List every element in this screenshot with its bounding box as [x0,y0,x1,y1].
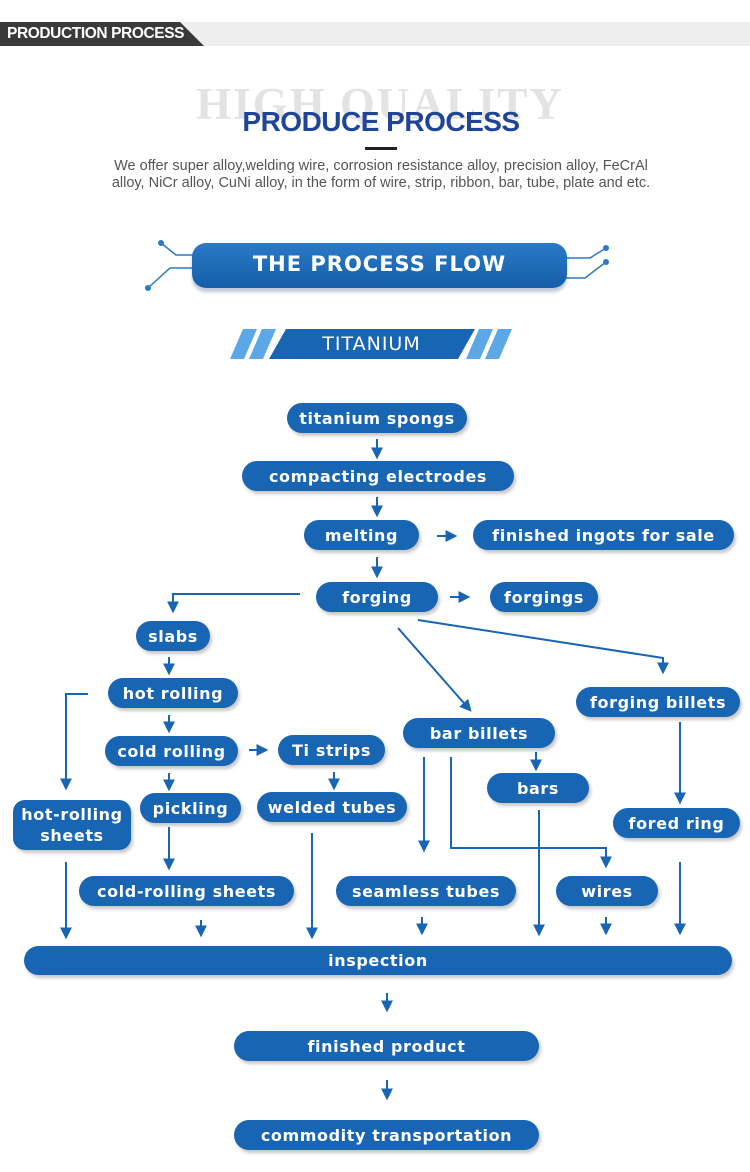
title-underline [365,147,397,150]
node-wires: wires [556,876,658,906]
node-bar-billets: bar billets [403,718,555,748]
node-fored-ring: fored ring [613,808,740,838]
process-flow-banner-label: THE PROCESS FLOW [252,252,507,276]
node-welded-tubes: welded tubes [257,792,407,822]
node-hot-rolling: hot rolling [108,678,238,708]
material-label: TITANIUM [230,329,513,359]
node-compacting-electrodes: compacting electrodes [242,461,514,491]
node-melting: melting [304,520,419,550]
section-tag-label: PRODUCTION PROCESS [7,25,185,42]
node-ti-strips: Ti strips [278,735,385,765]
node-slabs: slabs [136,621,210,651]
background-watermark-text: HIGH QUALITY [196,79,564,129]
node-inspection: inspection [24,946,732,975]
node-finished-product: finished product [234,1031,539,1061]
node-commodity-transportation: commodity transportation [234,1120,539,1150]
node-forging-billets: forging billets [576,687,740,717]
node-hot-rolling-sheets: hot-rolling sheets [13,800,131,850]
node-cold-rolling-sheets: cold-rolling sheets [79,876,294,906]
section-tag: PRODUCTION PROCESS [0,22,204,46]
intro-description: We offer super alloy,welding wire, corro… [111,158,651,191]
page-title: PRODUCE PROCESS [242,106,520,137]
node-titanium-spongs: titanium spongs [287,403,467,433]
node-forging: forging [316,582,438,612]
header-bar: PRODUCTION PROCESS [0,22,750,46]
process-flow-banner: THE PROCESS FLOW [192,243,567,288]
node-bars: bars [487,773,589,803]
node-pickling: pickling [140,793,241,823]
node-finished-ingots-for-sale: finished ingots for sale [473,520,734,550]
node-seamless-tubes: seamless tubes [336,876,516,906]
node-cold-rolling: cold rolling [105,736,238,766]
node-forgings: forgings [490,582,598,612]
material-label-shape [230,329,512,359]
material-label-text: TITANIUM [322,333,421,355]
